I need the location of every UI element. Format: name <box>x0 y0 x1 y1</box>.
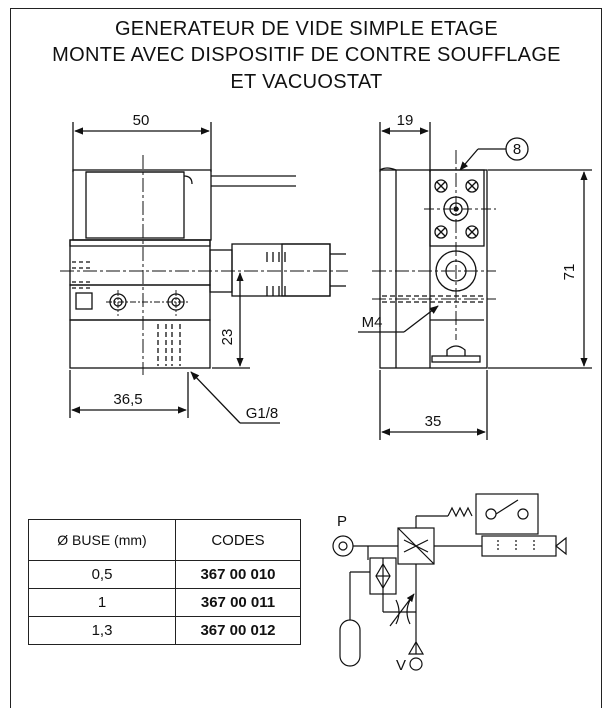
cell-buse: 1,3 <box>28 616 176 645</box>
dim-bottom-left: 36,5 <box>113 391 142 408</box>
table-row: 0,5 367 00 010 <box>28 560 301 589</box>
cell-code: 367 00 012 <box>175 616 301 645</box>
port-p-label: P <box>337 513 347 530</box>
title-line-1: GENERATEUR DE VIDE SIMPLE ETAGE <box>114 18 499 40</box>
dim-mid-height: 23 <box>219 329 236 346</box>
title-line-3: ET VACUOSTAT <box>230 71 383 93</box>
dim-height: 71 <box>561 264 578 281</box>
dim-depth: 35 <box>425 413 442 430</box>
thread-m: M4 <box>362 314 383 331</box>
dim-width-top: 50 <box>133 112 150 129</box>
thread-g: G1/8 <box>246 405 279 422</box>
codes-table: Ø BUSE (mm) CODES 0,5 367 00 010 1 367 0… <box>28 519 301 645</box>
cell-code: 367 00 011 <box>175 588 301 617</box>
cell-code: 367 00 010 <box>175 560 301 589</box>
header-codes: CODES <box>175 519 301 561</box>
port-v-label: V <box>396 657 406 674</box>
item-number: 8 <box>513 141 521 158</box>
drawing-frame <box>10 8 602 708</box>
header-buse: Ø BUSE (mm) <box>28 519 176 561</box>
front-view <box>60 122 348 424</box>
table-row: 1,3 367 00 012 <box>28 616 301 645</box>
title-line-2: MONTE AVEC DISPOSITIF DE CONTRE SOUFFLAG… <box>52 44 561 66</box>
screw-icon <box>434 179 479 239</box>
table-row: 1 367 00 011 <box>28 588 301 617</box>
table-header-row: Ø BUSE (mm) CODES <box>28 519 301 561</box>
dim-side-top: 19 <box>397 112 414 129</box>
side-view <box>358 122 592 440</box>
pneumatic-schematic <box>332 493 567 671</box>
cell-buse: 1 <box>28 588 176 617</box>
cell-buse: 0,5 <box>28 560 176 589</box>
